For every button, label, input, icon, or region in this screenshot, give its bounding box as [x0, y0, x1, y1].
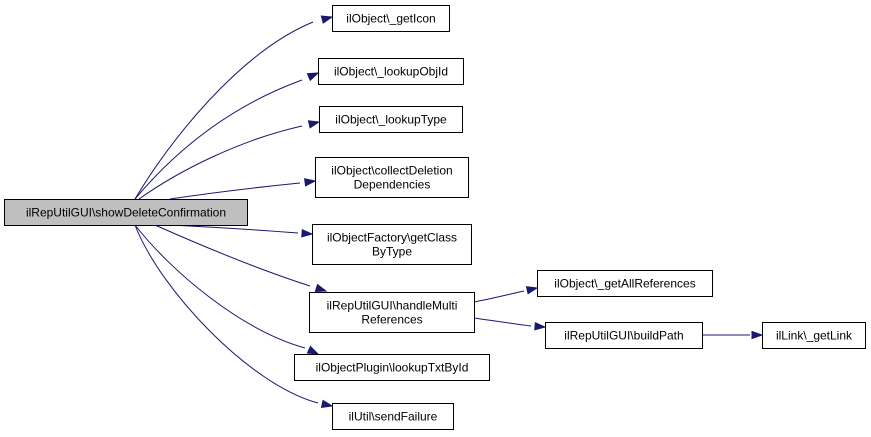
edge-line: [169, 182, 301, 200]
node-label: ilObject\_getIcon: [346, 12, 435, 26]
edge-arrowhead: [301, 228, 314, 238]
node-box: [319, 106, 463, 133]
edge-handleMulti-to-buildPath: [473, 317, 547, 331]
edge-line: [473, 317, 532, 327]
node-label: Dependencies: [354, 178, 431, 192]
edge-arrowhead: [320, 399, 334, 409]
edge-line: [134, 79, 303, 200]
edge-arrowhead: [304, 178, 317, 187]
node-lookupType[interactable]: ilObject\_lookupType: [319, 106, 463, 133]
node-label: ilObjectPlugin\lookupTxtById: [316, 361, 469, 375]
node-box: [318, 58, 464, 85]
node-box: [312, 224, 472, 265]
edge-arrowhead: [306, 72, 320, 82]
node-label: ilObject\collectDeletion: [331, 164, 452, 178]
node-label: ilObject\_getAllReferences: [554, 277, 695, 291]
edge-handleMulti-to-getAllReferences: [473, 286, 539, 303]
node-getIcon[interactable]: ilObject\_getIcon: [332, 5, 450, 32]
edge-line: [154, 224, 311, 287]
edge-arrowhead: [534, 321, 547, 331]
edge-root-to-handleMulti: [154, 224, 328, 292]
edge-line: [138, 125, 303, 200]
edge-root-to-lookupObjId: [134, 72, 320, 200]
edge-root-to-getClassByType: [169, 224, 314, 238]
edge-root-to-lookupType: [138, 120, 321, 200]
node-box: [309, 292, 475, 333]
node-lookupTxtById[interactable]: ilObjectPlugin\lookupTxtById: [294, 354, 490, 381]
node-label: ByType: [372, 245, 412, 259]
node-label: ilRepUtilGUI\showDeleteConfirmation: [26, 206, 226, 220]
node-getLink[interactable]: ilLink\_getLink: [762, 322, 866, 349]
edge-arrowhead: [525, 286, 539, 295]
edge-line: [473, 290, 525, 303]
node-label: ilLink\_getLink: [776, 329, 853, 343]
edge-arrowhead: [306, 345, 320, 355]
node-label: ilUtil\sendFailure: [349, 410, 438, 424]
node-box: [315, 157, 469, 198]
edge-arrowhead: [314, 283, 328, 292]
edge-buildPath-to-getLink: [702, 330, 764, 340]
edge-arrowhead: [320, 15, 334, 24]
node-label: ilRepUtilGUI\buildPath: [564, 329, 683, 343]
edge-arrowhead: [751, 330, 764, 340]
node-label: ilObjectFactory\getClass: [327, 231, 457, 245]
edge-line: [134, 21, 314, 200]
node-box: [4, 199, 248, 226]
node-box: [545, 322, 703, 349]
node-lookupObjId[interactable]: ilObject\_lookupObjId: [318, 58, 464, 85]
edge-root-to-getIcon: [134, 15, 334, 200]
node-buildPath[interactable]: ilRepUtilGUI\buildPath: [545, 322, 703, 349]
edge-root-to-sendFailure: [134, 224, 334, 409]
node-sendFailure[interactable]: ilUtil\sendFailure: [332, 403, 454, 430]
node-label: ilObject\_lookupObjId: [334, 65, 448, 79]
node-box: [294, 354, 490, 381]
edge-line: [134, 224, 306, 349]
node-box: [537, 270, 713, 297]
node-label: References: [361, 313, 422, 327]
node-label: ilRepUtilGUI\handleMulti: [327, 299, 458, 313]
node-getAllReferences[interactable]: ilObject\_getAllReferences: [537, 270, 713, 297]
edge-line: [169, 224, 299, 234]
node-box: [762, 322, 866, 349]
edge-line: [134, 224, 319, 404]
node-box: [332, 5, 450, 32]
edge-root-to-collectDeletion: [169, 178, 317, 200]
nodes-layer: ilRepUtilGUI\showDeleteConfirmation ilObj…: [4, 5, 866, 430]
node-box: [332, 403, 454, 430]
edge-arrowhead: [307, 120, 321, 129]
node-label: ilObject\_lookupType: [335, 113, 447, 127]
edge-root-to-lookupTxtById: [134, 224, 320, 355]
root-node[interactable]: ilRepUtilGUI\showDeleteConfirmation: [4, 199, 248, 226]
